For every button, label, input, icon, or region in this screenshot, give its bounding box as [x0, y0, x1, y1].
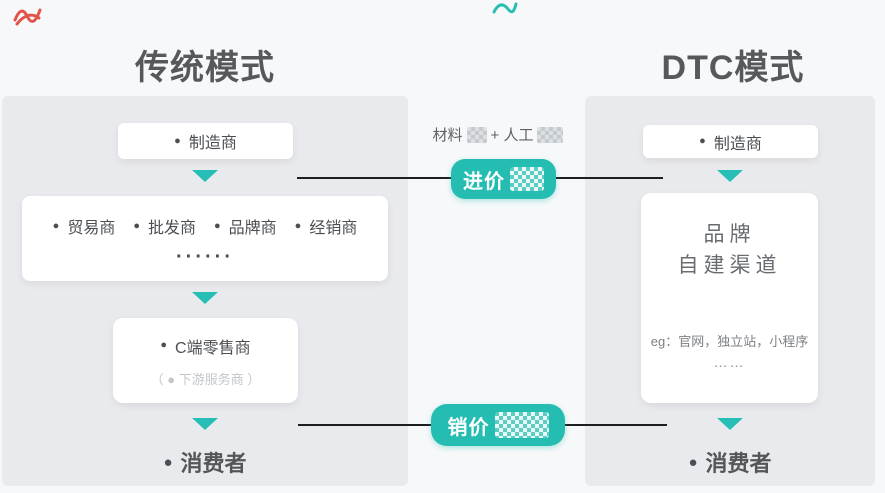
consumer-row: ● 消费者: [2, 446, 408, 478]
middleman-item: ● 批发商: [133, 214, 196, 238]
retailer-box: ● C端零售商 （ ● 下游服务商 ）: [113, 318, 298, 403]
channel-example-label: eg：官网，独立站，小程序: [650, 334, 809, 349]
ellipsis-label: ……: [713, 354, 746, 370]
consumer-label: 消费者: [180, 451, 247, 476]
middleman-label: 经销商: [309, 220, 358, 237]
sale-price-label: 销价: [447, 416, 490, 439]
middleman-label: 批发商: [147, 220, 196, 237]
middleman-label: 品牌商: [228, 220, 277, 237]
traditional-model-title: 传统模式: [135, 49, 275, 87]
dtc-model-title: DTC模式: [661, 49, 805, 87]
cost-plus-label: + 人工: [490, 127, 534, 144]
middleman-item: ● 经销商: [295, 214, 358, 238]
brand-channel-line1: 品牌: [703, 223, 756, 246]
sale-price-badge: 销价: [431, 404, 565, 446]
bullet-icon: ●: [163, 453, 173, 471]
bullet-icon: ●: [688, 453, 698, 471]
bullet-icon: ●: [52, 219, 60, 232]
manufacturer-box: ● 制造商: [643, 125, 818, 158]
manufacturer-label: 制造商: [713, 135, 762, 153]
connector-line: [297, 177, 451, 179]
ellipsis-label: ······: [176, 246, 234, 268]
down-arrow-icon: [192, 170, 218, 182]
middlemen-row: ● 贸易商 ● 批发商 ● 品牌商 ● 经销商: [22, 214, 388, 238]
red-scribble-mark: [13, 8, 42, 26]
redacted-block: [510, 167, 544, 191]
cost-prefix-label: 材料: [432, 127, 463, 144]
purchase-price-badge: 进价: [451, 159, 556, 199]
bullet-icon: ●: [294, 219, 302, 232]
connector-line: [298, 424, 431, 426]
purchase-price-label: 进价: [463, 170, 505, 193]
bullet-icon: ●: [699, 135, 706, 147]
manufacturer-box: ● 制造商: [118, 123, 293, 159]
down-arrow-icon: [717, 170, 743, 182]
teal-scribble-mark: [492, 2, 518, 14]
middleman-label: 贸易商: [67, 220, 116, 237]
brand-channel-title: 品牌 自建渠道: [678, 219, 782, 281]
cost-note: 材料 + 人工: [408, 124, 588, 145]
bullet-icon: ●: [133, 219, 140, 232]
bullet-icon: ●: [160, 339, 168, 351]
connector-line: [565, 424, 667, 426]
down-arrow-icon: [192, 418, 218, 430]
retailer-label: C端零售商: [175, 339, 251, 357]
consumer-row: ● 消费者: [585, 446, 875, 478]
bullet-icon: ●: [214, 219, 221, 232]
redacted-block: [466, 126, 487, 143]
brand-channel-box: 品牌 自建渠道 eg：官网，独立站，小程序 ……: [641, 193, 818, 403]
brand-channel-line2: 自建渠道: [677, 254, 782, 277]
redacted-block: [494, 412, 549, 438]
redacted-block: [537, 126, 564, 143]
middlemen-box: ● 贸易商 ● 批发商 ● 品牌商 ● 经销商 ······: [22, 196, 388, 281]
bullet-icon: ●: [174, 134, 181, 147]
manufacturer-label: 制造商: [188, 135, 237, 152]
retailer-row: ● C端零售商: [160, 334, 250, 358]
consumer-label: 消费者: [705, 451, 772, 476]
retailer-note-label: （ ● 下游服务商 ）: [150, 371, 261, 387]
middleman-item: ● 贸易商: [53, 214, 116, 238]
down-arrow-icon: [717, 418, 743, 430]
down-arrow-icon: [192, 292, 218, 304]
middleman-item: ● 品牌商: [214, 214, 277, 238]
connector-line: [556, 177, 663, 179]
